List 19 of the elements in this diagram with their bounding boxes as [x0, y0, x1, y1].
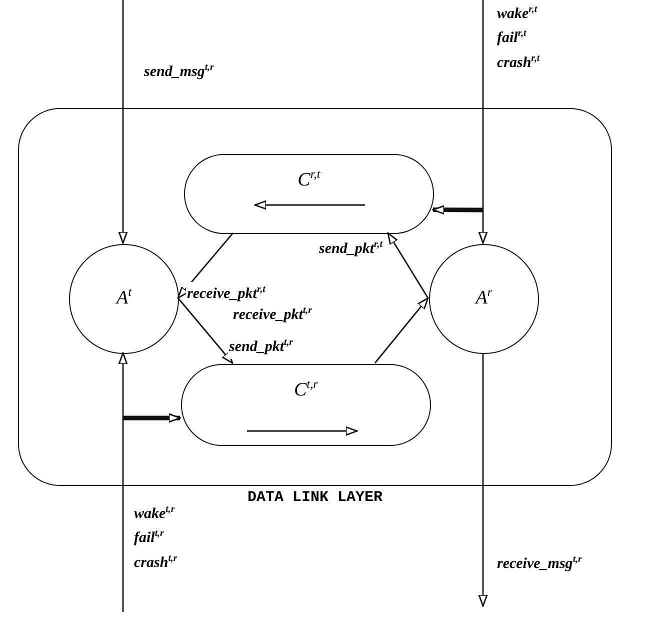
- arrow: [387, 232, 429, 298]
- arrow: [478, 0, 488, 244]
- arrow: [177, 298, 234, 364]
- channel-stadium: [184, 154, 434, 234]
- automaton-label: A$^{r}$: [474, 285, 494, 310]
- channel-label: C$^{t,r}$: [292, 377, 319, 402]
- arrow: [478, 353, 488, 607]
- arrow: [123, 413, 181, 423]
- channel-label: C$^{r,t}$: [296, 167, 322, 192]
- arrow: [177, 232, 234, 299]
- arrow: [118, 352, 128, 612]
- arrow: [118, 0, 128, 244]
- arrow: [432, 205, 483, 215]
- arrow: [374, 297, 429, 364]
- automaton-label: A$^{t}$: [114, 285, 133, 310]
- automaton-circle: [429, 244, 539, 354]
- automaton-circle: [69, 244, 179, 354]
- layer-label: DATA LINK LAYER: [246, 489, 384, 506]
- channel-stadium: [181, 364, 431, 446]
